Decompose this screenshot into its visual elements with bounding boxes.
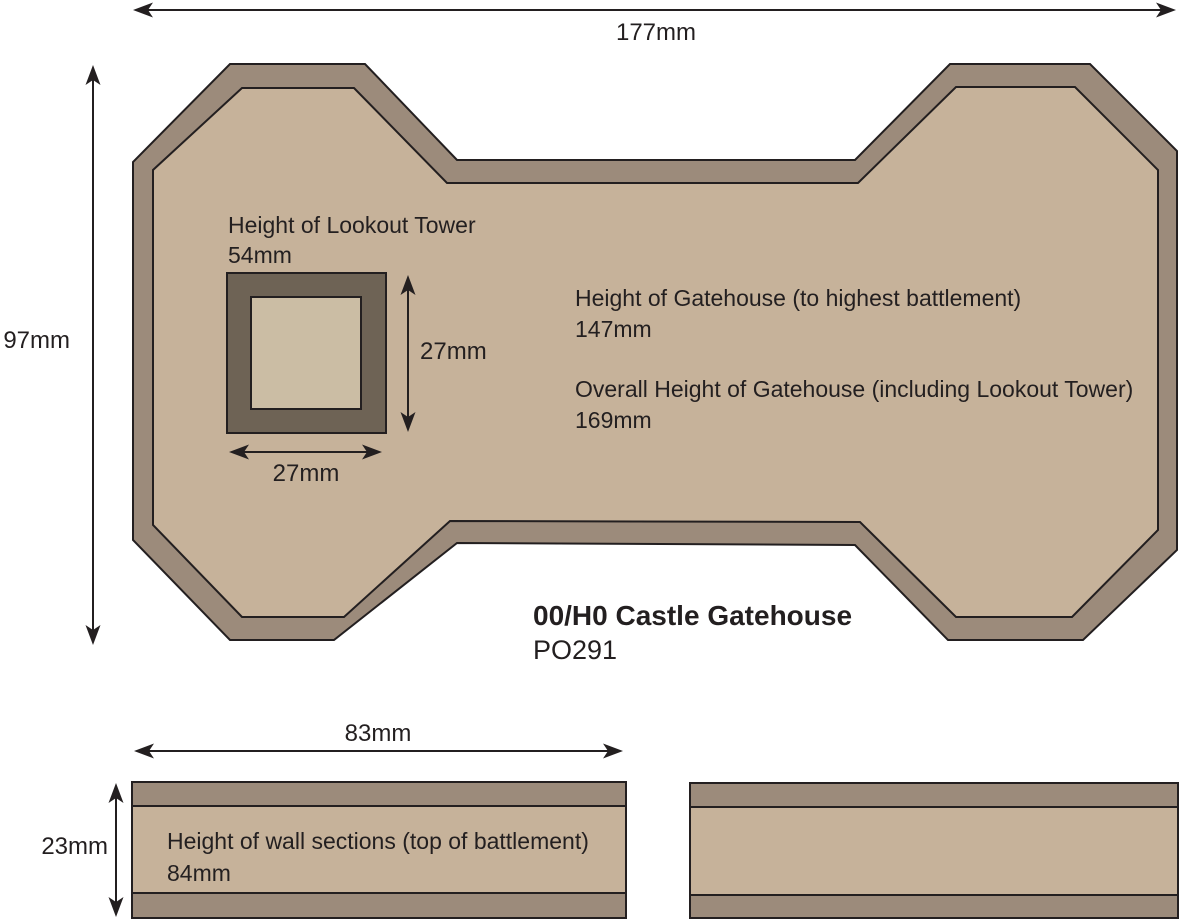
wall-width-dimension-label: 83mm: [345, 720, 412, 747]
tower-caption-line2: 54mm: [228, 242, 292, 268]
tower-caption: Height of Lookout Tower 54mm: [228, 212, 476, 268]
tower-width-dimension-label: 27mm: [273, 460, 340, 487]
gatehouse-footprint: [132, 63, 1178, 641]
arrow-up-icon: [108, 783, 124, 803]
width-dimension-arrow: 177mm: [133, 2, 1176, 46]
arrow-up-icon: [400, 275, 416, 295]
kit-title: 00/H0 Castle Gatehouse: [533, 600, 852, 631]
gatehouse-height-note: Height of Gatehouse (to highest battleme…: [575, 285, 1133, 433]
tower-floor: [250, 296, 362, 410]
tower-width-dimension-arrow: 27mm: [229, 444, 382, 487]
arrow-left-icon: [134, 743, 154, 759]
tower-caption-line1: Height of Lookout Tower: [228, 212, 476, 238]
gatehouse-height-note-line1: Height of Gatehouse (to highest battleme…: [575, 285, 1021, 311]
wall-section-left-floor: [131, 805, 627, 894]
arrow-up-icon: [85, 65, 101, 85]
arrow-left-icon: [229, 444, 249, 460]
overall-height-note-line1: Overall Height of Gatehouse (including L…: [575, 376, 1133, 402]
arrow-down-icon: [108, 897, 124, 917]
wall-depth-dimension-label: 23mm: [41, 833, 108, 860]
arrow-down-icon: [85, 625, 101, 645]
arrow-right-icon: [362, 444, 382, 460]
kit-title-block: 00/H0 Castle Gatehouse PO291: [533, 600, 852, 665]
wall-width-dimension-arrow: 83mm: [134, 720, 623, 759]
arrow-right-icon: [603, 743, 623, 759]
width-dimension-label: 177mm: [616, 19, 696, 46]
footprint-floor: [152, 86, 1159, 618]
tower-height-dimension-arrow: 27mm: [400, 275, 487, 432]
wall-caption-line1: Height of wall sections (top of battleme…: [167, 828, 589, 854]
gatehouse-height-note-line2: 147mm: [575, 316, 652, 342]
lookout-tower-footprint: [226, 272, 387, 434]
kit-product-code: PO291: [533, 635, 617, 665]
overall-height-note-line2: 169mm: [575, 407, 652, 433]
wall-caption-line2: 84mm: [167, 860, 231, 886]
wall-section-right: [689, 782, 1179, 919]
tower-height-dimension-label: 27mm: [420, 338, 487, 365]
wall-section-left: Height of wall sections (top of battleme…: [131, 781, 627, 919]
wall-section-right-floor: [689, 806, 1179, 896]
height-dimension-label: 97mm: [3, 327, 70, 354]
arrow-left-icon: [133, 2, 153, 18]
wall-depth-dimension-arrow: 23mm: [41, 783, 124, 917]
arrow-right-icon: [1156, 2, 1176, 18]
arrow-down-icon: [400, 412, 416, 432]
height-dimension-arrow: 97mm: [3, 65, 101, 645]
